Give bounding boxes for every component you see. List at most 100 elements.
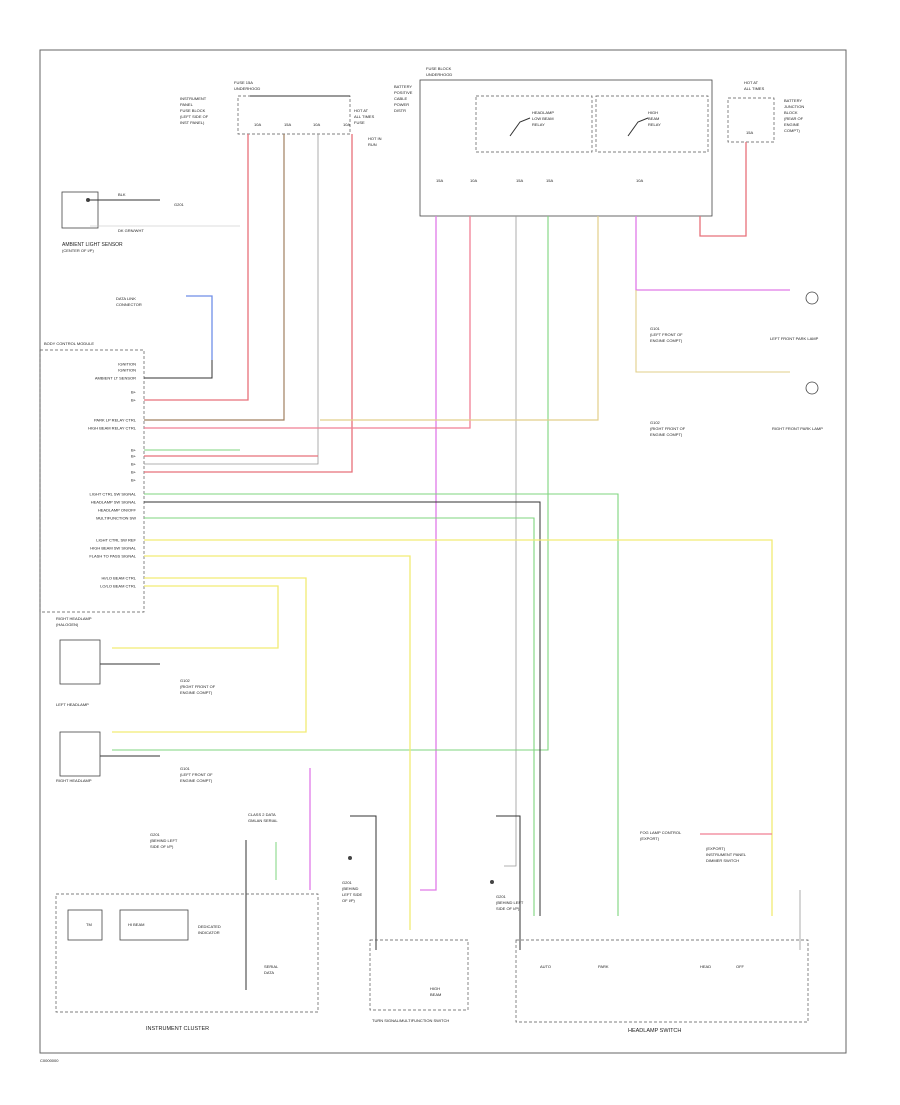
svg-text:BLK: BLK [118, 192, 126, 197]
bcm-pin-label: LIGHT CTRL SW REF [96, 538, 136, 543]
svg-text:(REAR OF: (REAR OF [784, 116, 804, 121]
bcm-pin-label: PARK LP RELAY CTRL [94, 418, 137, 423]
svg-text:GMLAN SERIAL: GMLAN SERIAL [248, 818, 278, 823]
svg-text:HEADLAMP: HEADLAMP [532, 110, 554, 115]
body-control-module: BODY CONTROL MODULE IGNITIONIGNITIONAMBI… [39, 341, 145, 613]
svg-text:(HALOGEN): (HALOGEN) [56, 622, 79, 627]
svg-text:FUSE BLOCK: FUSE BLOCK [180, 108, 206, 113]
bcm-label: BODY CONTROL MODULE [44, 341, 94, 346]
wire-right-park [635, 290, 790, 373]
bcm-pin-label: B+ [131, 390, 137, 395]
svg-text:INST PANEL): INST PANEL) [180, 120, 205, 125]
svg-text:BLOCK: BLOCK [784, 110, 798, 115]
svg-text:BATTERY: BATTERY [784, 98, 802, 103]
left-headlamp: LEFT HEADLAMP RIGHT HEADLAMP G101 (LEFT … [56, 702, 213, 783]
fuse-block-left: FUSE 15A UNDERHOOD INSTRUMENT PANEL FUSE… [180, 80, 382, 147]
wire-b-plus-4 [144, 134, 353, 473]
svg-text:(EXPORT): (EXPORT) [640, 836, 660, 841]
wire-tss-ground [350, 815, 377, 950]
svg-text:UNDERHOOD: UNDERHOOD [426, 72, 452, 77]
wire-layer [100, 134, 801, 990]
svg-text:10A: 10A [470, 178, 477, 183]
svg-text:G101: G101 [650, 326, 661, 331]
svg-text:BEAM: BEAM [430, 992, 441, 997]
svg-text:10A: 10A [313, 122, 320, 127]
svg-text:G102: G102 [180, 678, 191, 683]
svg-text:POWER: POWER [394, 102, 409, 107]
wire-park-feed [320, 216, 599, 421]
svg-text:HI BEAM: HI BEAM [128, 922, 144, 927]
svg-text:SIDE OF I/P): SIDE OF I/P) [150, 844, 174, 849]
instrument-cluster: TM HI BEAM DEDICATED INDICATOR SERIAL DA… [55, 812, 319, 1032]
svg-text:ALL TIMES: ALL TIMES [354, 114, 375, 119]
wire-park-relay [144, 134, 285, 421]
bcm-pin-label: HEADLAMP ON/OFF [98, 508, 137, 513]
svg-text:ENGINE: ENGINE [784, 122, 800, 127]
svg-text:HOT AT: HOT AT [744, 80, 759, 85]
svg-text:HIGH: HIGH [430, 986, 440, 991]
svg-text:15A: 15A [436, 178, 443, 183]
wire-hls-ground [496, 815, 521, 950]
svg-text:(BEHIND: (BEHIND [342, 886, 359, 891]
headlamp-switch: G201 (BEHIND LEFT SIDE OF I/P) AUTO PARK… [490, 830, 809, 1034]
wire-data-link [186, 295, 213, 360]
bcm-pin-label: MULTIFUNCTION SW [96, 516, 136, 521]
svg-text:SERIAL: SERIAL [264, 964, 279, 969]
instrument-cluster-label: INSTRUMENT CLUSTER [146, 1026, 209, 1032]
svg-text:LOW BEAM: LOW BEAM [532, 116, 554, 121]
bcm-pin-label: FLASH TO PASS SIGNAL [89, 554, 136, 559]
svg-text:G101: G101 [180, 766, 191, 771]
bcm-pin-label: B+ [131, 478, 137, 483]
svg-text:(BEHIND LEFT: (BEHIND LEFT [496, 900, 524, 905]
svg-text:RELAY: RELAY [532, 122, 545, 127]
wire-lo-beam-ctrl [112, 585, 279, 649]
ambient-light-sensor: AMBIENT LIGHT SENSOR (CENTER OF I/P) BLK… [61, 191, 240, 253]
wire-low-beam-out [112, 216, 549, 751]
svg-text:HOT AT: HOT AT [354, 108, 369, 113]
svg-text:JUNCTION: JUNCTION [784, 104, 804, 109]
svg-text:ENGINE COMPT): ENGINE COMPT) [650, 432, 683, 437]
bcm-pin-label: AMBIENT LT SENSOR [95, 376, 136, 381]
svg-text:(LEFT FRONT OF: (LEFT FRONT OF [650, 332, 683, 337]
bcm-pin-label: HI/LO BEAM CTRL [102, 576, 137, 581]
wire-low-beam-feed [504, 216, 517, 867]
bcm-pin-label: B+ [131, 462, 137, 467]
svg-text:ENGINE COMPT): ENGINE COMPT) [180, 690, 213, 695]
svg-text:ENGINE COMPT): ENGINE COMPT) [650, 338, 683, 343]
svg-text:G201: G201 [174, 202, 185, 207]
wire-light-ctrl-sw [144, 493, 619, 916]
bcm-pin-label: IGNITION [118, 368, 136, 373]
svg-text:RIGHT HEADLAMP: RIGHT HEADLAMP [56, 616, 92, 621]
ambient-light-sensor-label: AMBIENT LIGHT SENSOR [62, 242, 123, 248]
svg-text:G201: G201 [342, 880, 353, 885]
bcm-pin-label: B+ [131, 454, 137, 459]
wire-high-beam-ctrl [144, 216, 471, 429]
svg-text:(LEFT FRONT OF: (LEFT FRONT OF [180, 772, 213, 777]
bcm-pin-label: HIGH BEAM SW SIGNAL [90, 546, 137, 551]
right-headlamp-label: RIGHT HEADLAMP [56, 778, 92, 783]
left-park-lamp: LEFT FRONT PARK LAMP G101 (LEFT FRONT OF… [650, 291, 819, 343]
svg-text:10A: 10A [343, 122, 350, 127]
wire-batt-jb [699, 142, 747, 237]
svg-text:OFF: OFF [736, 964, 745, 969]
svg-text:LEFT SIDE: LEFT SIDE [342, 892, 362, 897]
bcm-pin-label: B+ [131, 470, 137, 475]
bcm-pin-label: HEADLAMP SW SIGNAL [91, 500, 137, 505]
svg-text:AUTO: AUTO [540, 964, 551, 969]
svg-text:DATA: DATA [264, 970, 274, 975]
left-headlamp-label: LEFT HEADLAMP [56, 702, 89, 707]
svg-text:(RIGHT FRONT OF: (RIGHT FRONT OF [180, 684, 216, 689]
svg-text:PARK: PARK [598, 964, 609, 969]
svg-text:INSTRUMENT: INSTRUMENT [180, 96, 207, 101]
wire-b-plus-1 [144, 134, 249, 401]
svg-text:15A: 15A [546, 178, 553, 183]
wire-left-park [635, 216, 790, 291]
bcm-pin-label: B+ [131, 398, 137, 403]
svg-text:(EXPORT): (EXPORT) [706, 846, 726, 851]
svg-text:(LEFT SIDE OF: (LEFT SIDE OF [180, 114, 209, 119]
svg-text:DK GRN/WHT: DK GRN/WHT [118, 228, 144, 233]
wire-light-ctrl-ref [144, 539, 773, 916]
bcm-pin-label: B+ [131, 448, 137, 453]
diagram-frame [39, 49, 847, 1054]
